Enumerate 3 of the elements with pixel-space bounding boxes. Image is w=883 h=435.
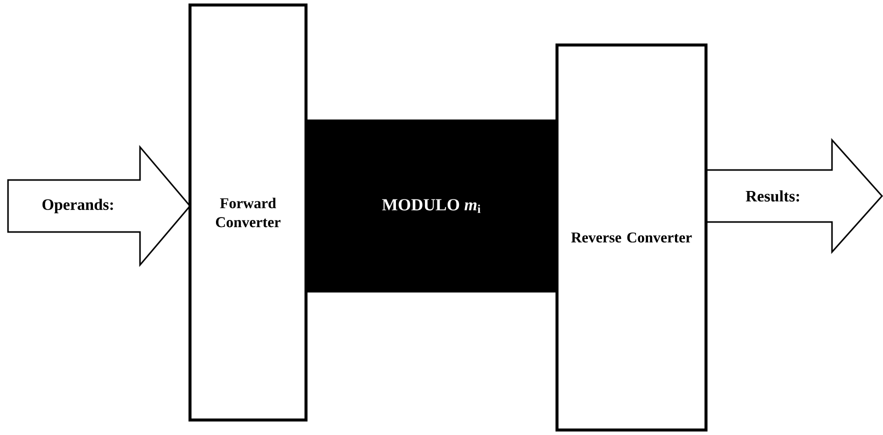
converter-box: Forward Converter xyxy=(188,4,308,422)
converter-box: Reverse Converter xyxy=(556,44,708,432)
module-box: MODULO m$_{i}$ xyxy=(306,120,558,292)
